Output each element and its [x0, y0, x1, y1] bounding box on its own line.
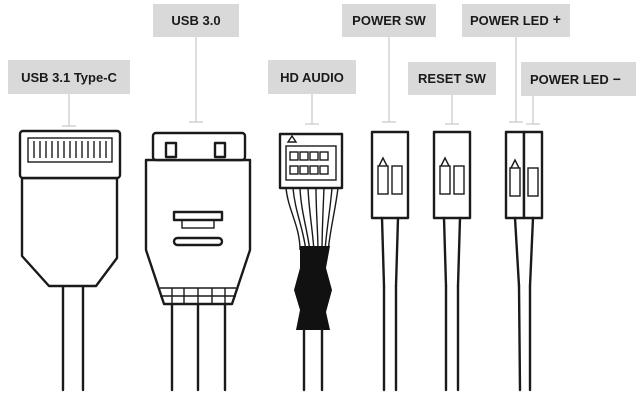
usb30-connector [144, 131, 252, 392]
label-usb30-text: USB 3.0 [171, 13, 220, 28]
label-usb30: USB 3.0 [153, 4, 239, 123]
label-usb31-type-c: USB 3.1 Type-C [8, 60, 130, 127]
power-led-plus-word: POWER LED [470, 13, 549, 28]
power-led-minus-word: POWER LED [530, 72, 609, 87]
label-power-led-plus-text: POWER LED + [470, 11, 561, 28]
power-led-minus-sign: − [613, 71, 621, 87]
label-power-led-minus: POWER LED− [521, 62, 636, 125]
reset-sw-connector [432, 130, 472, 392]
usb31-pins [33, 141, 107, 158]
label-reset-sw: RESET SW [408, 62, 496, 125]
power-led-plus-connector [504, 130, 526, 392]
hd-audio-connector [278, 132, 344, 392]
hd-audio-pin-grid [286, 134, 329, 175]
label-power-led-minus-text: POWER LED− [530, 71, 621, 87]
power-sw-connector [370, 130, 410, 392]
power-led-minus-connector [522, 130, 544, 392]
label-power-sw: POWER SW [342, 4, 436, 123]
label-power-sw-text: POWER SW [352, 13, 426, 28]
usb31-type-c-connector [18, 129, 122, 392]
label-reset-sw-text: RESET SW [418, 71, 487, 86]
label-usb31-text: USB 3.1 Type-C [21, 70, 117, 85]
power-led-plus-sign: + [553, 11, 561, 27]
label-power-led-plus: POWER LED + [462, 4, 570, 123]
label-hd-audio: HD AUDIO [268, 60, 356, 125]
label-hd-audio-text: HD AUDIO [280, 70, 344, 85]
